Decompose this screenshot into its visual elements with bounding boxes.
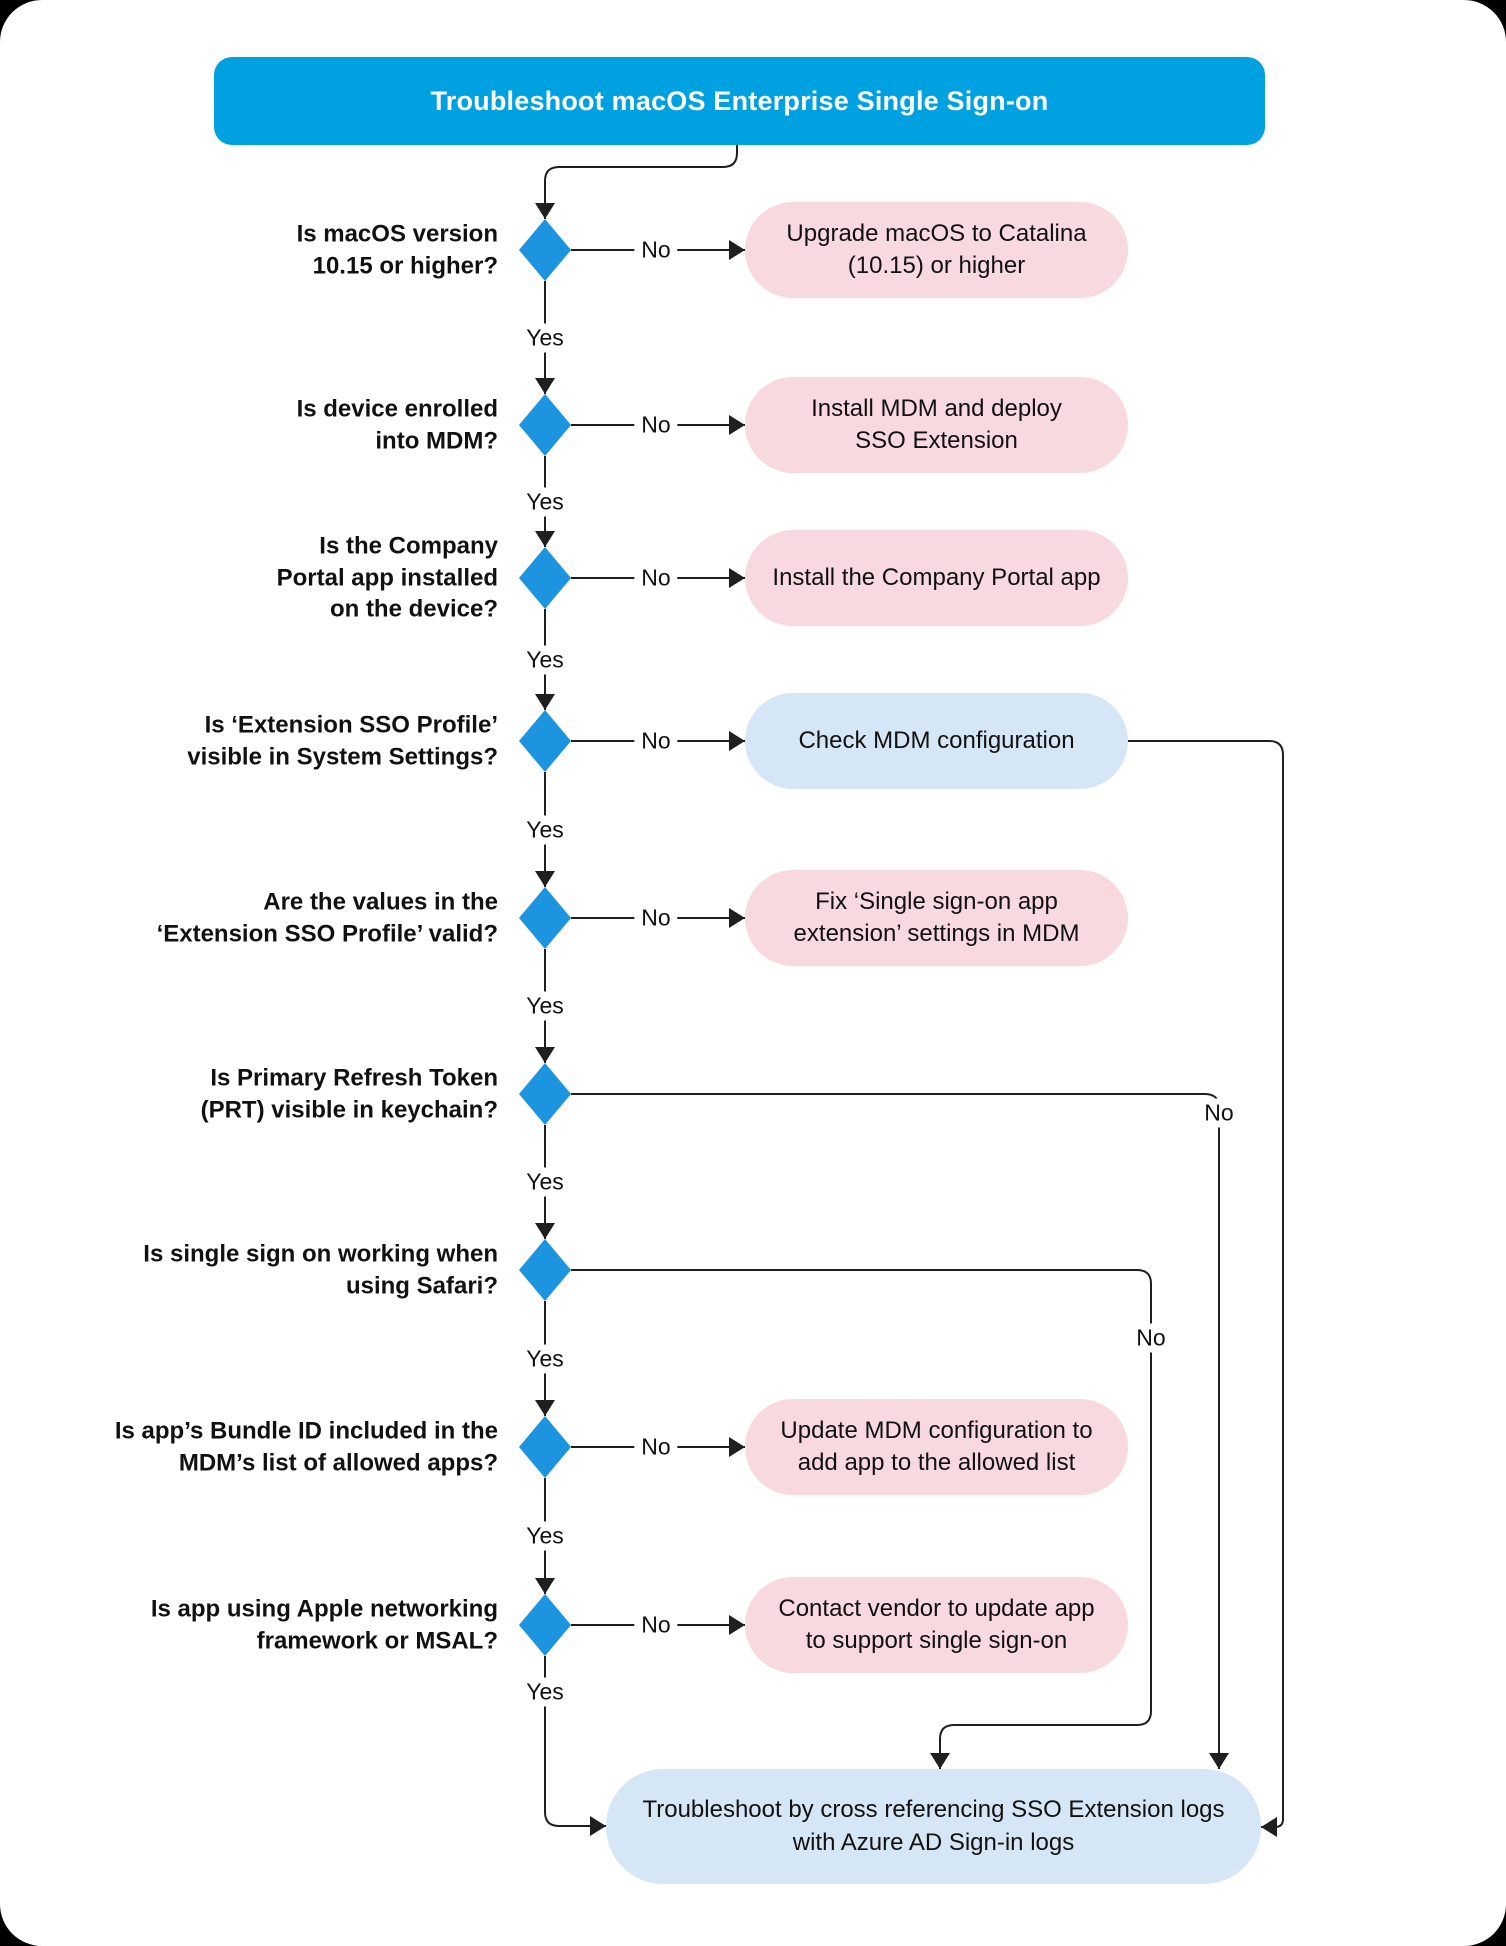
decision-diamond-2	[519, 394, 571, 456]
question-apple-framework: Is app using Apple networking framework …	[150, 1595, 498, 1654]
question-company-portal: Is the Company Portal app installed on t…	[276, 532, 498, 623]
action-contact-vendor: Contact vendor to update app to support …	[745, 1577, 1128, 1673]
action-check-mdm-config: Check MDM configuration	[745, 693, 1128, 789]
action-update-allowed-list: Update MDM configuration to add app to t…	[745, 1399, 1128, 1495]
no-label-5: No	[634, 903, 678, 933]
no-label-9: No	[634, 1610, 678, 1640]
question-bundle-id: Is app’s Bundle ID included in the MDM’s…	[114, 1417, 498, 1476]
yes-label-4: Yes	[519, 815, 571, 845]
question-safari-sso: Is single sign on working when using Saf…	[143, 1240, 498, 1299]
action-install-company-portal: Install the Company Portal app	[745, 530, 1128, 626]
yes-label-1: Yes	[519, 323, 571, 353]
question-sso-profile-valid: Are the values in the ‘Extension SSO Pro…	[156, 888, 498, 947]
edge-start-to-q1	[535, 145, 738, 219]
yes-label-2: Yes	[519, 487, 571, 517]
final-troubleshoot-box: Troubleshoot by cross referencing SSO Ex…	[606, 1769, 1261, 1884]
decision-diamond-3	[519, 547, 571, 609]
question-mdm-enrolled: Is device enrolled into MDM?	[296, 395, 498, 454]
edge-yes-final	[544, 1656, 606, 1836]
question-macos-version: Is macOS version 10.15 or higher?	[296, 220, 498, 279]
decision-diamond-5	[519, 887, 571, 949]
action-upgrade-macos: Upgrade macOS to Catalina (10.15) or hig…	[745, 202, 1128, 298]
decision-diamond-1	[519, 219, 571, 281]
decision-diamond-8	[519, 1416, 571, 1478]
yes-label-7: Yes	[519, 1344, 571, 1374]
action-install-mdm: Install MDM and deploy SSO Extension	[745, 377, 1128, 473]
yes-label-5: Yes	[519, 991, 571, 1021]
decision-diamond-7	[519, 1239, 571, 1301]
question-prt-keychain: Is Primary Refresh Token (PRT) visible i…	[200, 1064, 498, 1123]
no-label-prt: No	[1197, 1098, 1241, 1128]
page-title: Troubleshoot macOS Enterprise Single Sig…	[430, 85, 1049, 116]
no-label-1: No	[634, 235, 678, 265]
yes-label-8: Yes	[519, 1521, 571, 1551]
no-label-safari: No	[1129, 1323, 1173, 1353]
decision-diamond-9	[519, 1594, 571, 1656]
yes-label-9: Yes	[519, 1677, 571, 1707]
action-fix-sso-settings: Fix ‘Single sign-on app extension’ setti…	[745, 870, 1128, 966]
decision-diamond-6	[519, 1063, 571, 1125]
edge-check-mdm-to-final	[1128, 740, 1284, 1837]
question-sso-profile-visible: Is ‘Extension SSO Profile’ visible in Sy…	[187, 711, 498, 770]
title-box: Troubleshoot macOS Enterprise Single Sig…	[214, 57, 1265, 145]
decision-diamond-4	[519, 710, 571, 772]
yes-label-3: Yes	[519, 645, 571, 675]
no-label-2: No	[634, 410, 678, 440]
no-label-4: No	[634, 726, 678, 756]
no-label-8: No	[634, 1432, 678, 1462]
yes-label-6: Yes	[519, 1167, 571, 1197]
edge-no-safari	[571, 1269, 1152, 1769]
no-label-3: No	[634, 563, 678, 593]
